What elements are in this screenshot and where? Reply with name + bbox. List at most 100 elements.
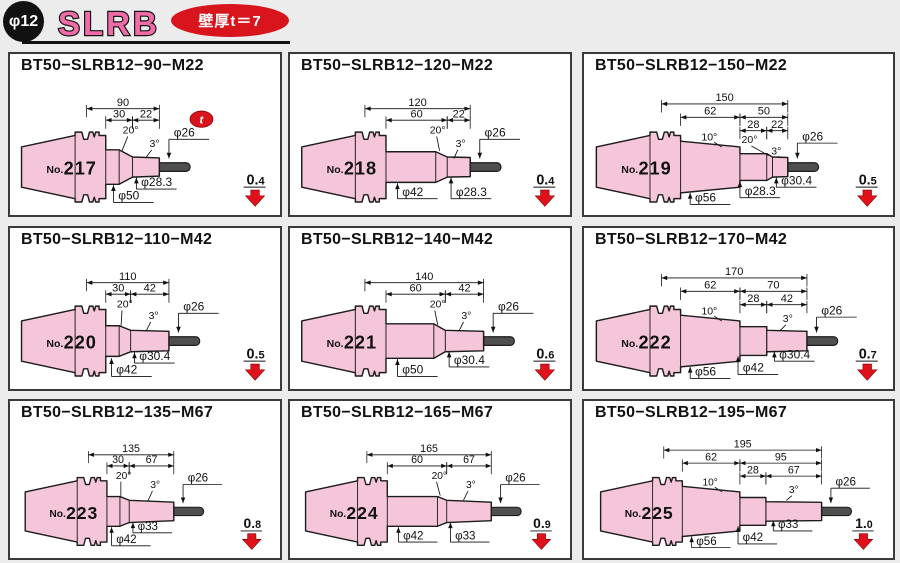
angle-label: 20° <box>117 299 133 311</box>
diameter-label: φ26 <box>802 129 823 143</box>
weight-arrow-icon <box>244 363 266 381</box>
thread-stub <box>173 506 205 517</box>
weight-arrow-icon <box>857 189 878 207</box>
dim-label: 50 <box>758 105 770 117</box>
angle-label: 10° <box>701 305 717 317</box>
item-no-prefix: No. <box>49 509 66 520</box>
thread-stub <box>483 336 515 346</box>
weight-arrow-icon <box>241 533 262 550</box>
diameter-badge: φ12 <box>3 1 44 42</box>
t-marker-label: t <box>200 115 205 127</box>
diameter-label: φ42 <box>743 361 764 375</box>
dim-label: 62 <box>704 105 716 117</box>
dim-label: 22 <box>140 108 152 120</box>
dim-label: 195 <box>734 438 752 450</box>
model-number: BT50−SLRB12−120−M22 <box>301 57 494 74</box>
thread-stub <box>158 162 191 172</box>
thread-stub <box>806 336 839 346</box>
item-no-prefix: No. <box>330 509 347 520</box>
weight-value: 0.6 <box>536 346 554 362</box>
dim-label: 67 <box>146 454 158 466</box>
diameter-label: φ42 <box>743 531 763 544</box>
weight-value: 0.4 <box>536 172 555 188</box>
diameter-label: φ28.3 <box>456 185 487 199</box>
diameter-label: φ56 <box>695 365 716 379</box>
diameter-label: φ42 <box>403 529 423 542</box>
item-no-prefix: No. <box>621 164 638 176</box>
dim-label: 120 <box>408 97 426 109</box>
header-underline <box>22 41 290 44</box>
dim-label: 60 <box>410 282 422 294</box>
dim-label: 42 <box>781 293 793 305</box>
model-number: BT50−SLRB12−195−M67 <box>595 404 788 421</box>
diameter-label: φ30.4 <box>139 349 170 363</box>
angle-label: 10° <box>701 131 717 143</box>
model-number: BT50−SLRB12−90−M22 <box>21 57 204 74</box>
item-no-prefix: No. <box>625 509 642 520</box>
diameter-label: φ56 <box>696 535 716 548</box>
weight-value: 0.4 <box>247 172 266 188</box>
diameter-label: φ30.4 <box>779 347 810 361</box>
diameter-label: φ42 <box>402 185 423 199</box>
diameter-label: φ26 <box>498 299 519 313</box>
diameter-label: φ26 <box>836 475 856 488</box>
item-no-prefix: No. <box>621 338 638 350</box>
dim-label: 150 <box>715 92 733 104</box>
weight-value: 1.0 <box>855 515 873 531</box>
dim-label: 140 <box>415 271 433 283</box>
angle-label: 20° <box>430 299 446 311</box>
angle-label: 20° <box>430 125 446 137</box>
dim-label: 135 <box>122 443 140 455</box>
weight-arrow-icon <box>534 363 556 381</box>
dim-label: 30 <box>112 282 124 294</box>
wall-thickness-note: 壁厚t＝7 <box>171 4 289 37</box>
item-number: 220 <box>64 333 97 353</box>
holder-body <box>24 476 175 547</box>
series-logo-text: SLRB <box>58 5 160 42</box>
t-marker <box>189 110 214 128</box>
diameter-label: φ33 <box>455 529 475 542</box>
diameter-label: φ56 <box>695 191 716 205</box>
angle-label: 20° <box>123 125 139 137</box>
angle-label: 20° <box>432 471 447 482</box>
diameter-label: φ50 <box>118 189 139 203</box>
dim-label: 70 <box>767 279 779 291</box>
holder-body <box>301 305 485 377</box>
item-number: 219 <box>638 159 671 179</box>
diameter-label: φ26 <box>485 125 506 139</box>
dim-label: 42 <box>144 282 156 294</box>
dim-label: 67 <box>463 454 475 466</box>
angle-label: 10° <box>702 477 717 488</box>
dim-label: 110 <box>119 271 137 283</box>
series-logo: SLRB <box>57 4 160 43</box>
weight-value: 0.8 <box>244 515 262 531</box>
dim-label: 95 <box>775 451 787 463</box>
thread-stub <box>787 162 820 172</box>
dim-label: 30 <box>113 108 125 120</box>
diameter-label: φ26 <box>183 299 204 313</box>
angle-label: 3° <box>789 485 799 496</box>
dim-label: 62 <box>705 451 717 463</box>
dim-label: 22 <box>771 119 783 131</box>
diameter-label: φ30.4 <box>781 173 812 187</box>
weight-arrow-icon <box>531 533 552 550</box>
item-number: 222 <box>638 333 671 353</box>
thread-stub <box>469 162 502 172</box>
dim-label: 165 <box>420 443 438 455</box>
diameter-label: φ28.3 <box>745 184 776 198</box>
item-no-prefix: No. <box>46 164 63 176</box>
item-no-prefix: No. <box>46 338 63 350</box>
item-no-prefix: No. <box>327 338 344 350</box>
diameter-label: φ26 <box>505 472 525 485</box>
